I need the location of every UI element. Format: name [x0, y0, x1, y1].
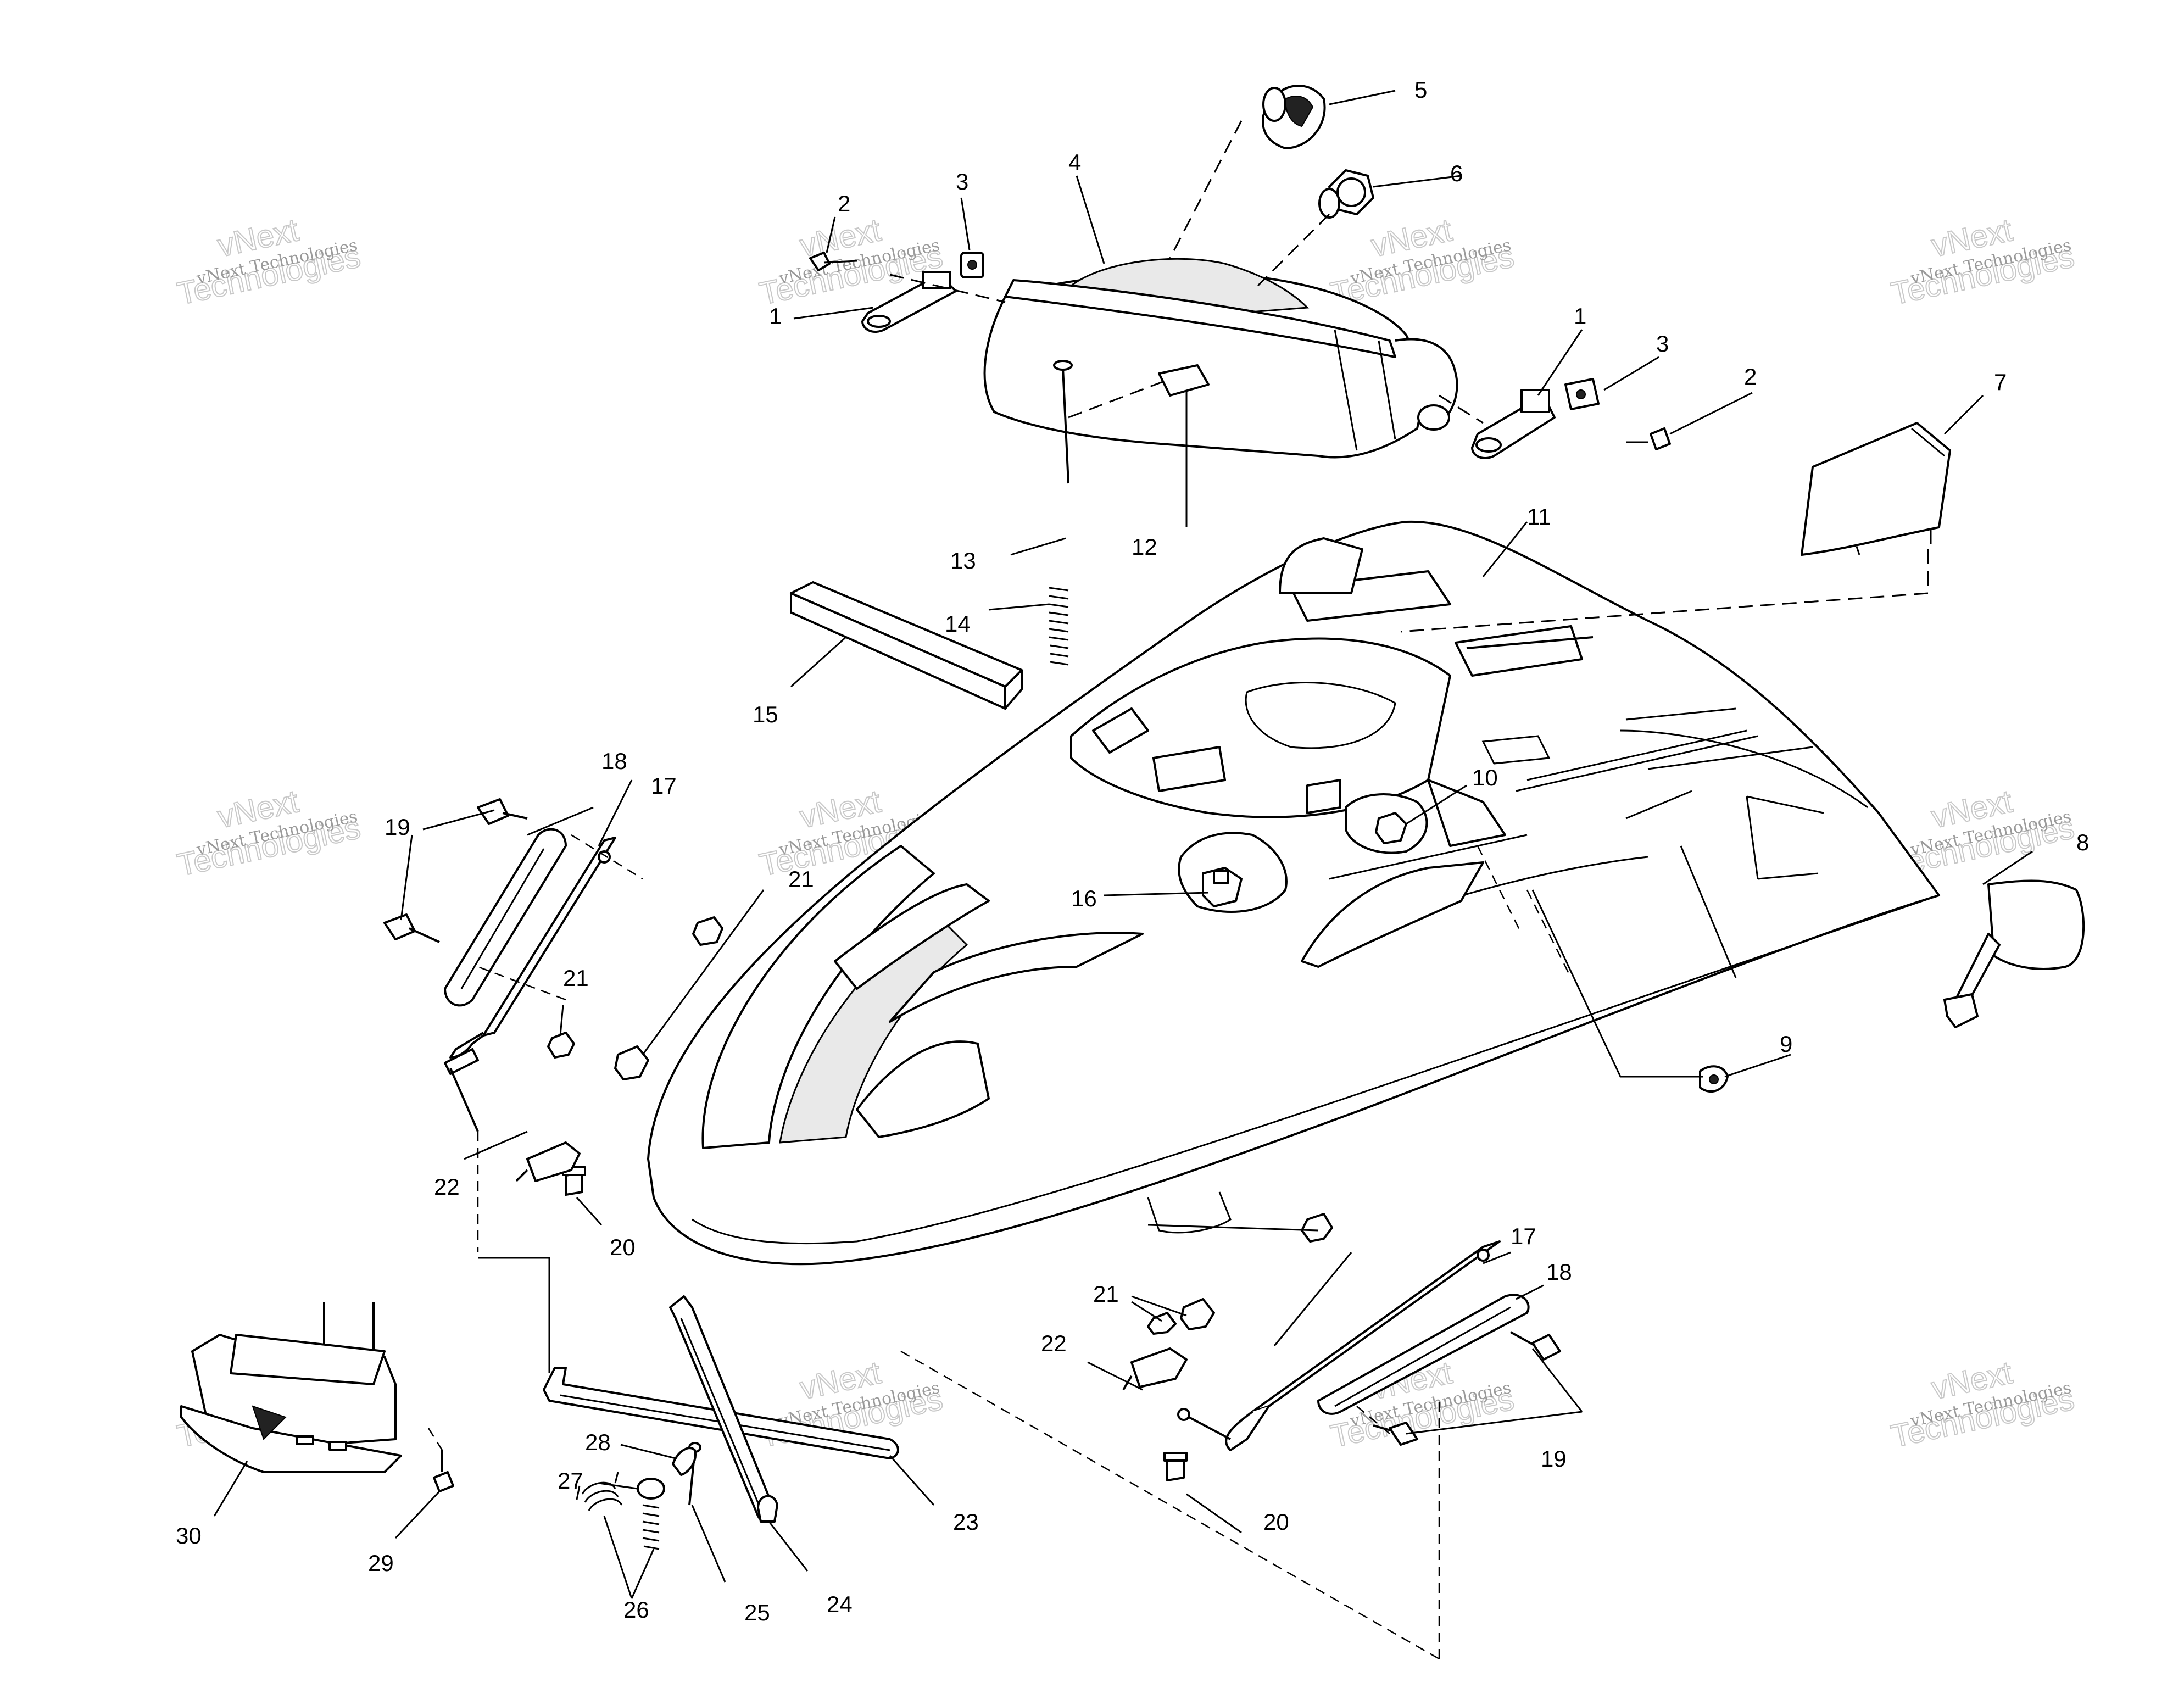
clip-part-12 [1158, 364, 1210, 397]
callout-29: 29 [368, 1550, 394, 1576]
spring-part-26-a [576, 1472, 623, 1511]
clip-part-3-left [960, 252, 984, 278]
callout-12: 12 [1132, 534, 1157, 560]
callout-25: 25 [744, 1600, 770, 1625]
callout-13: 13 [950, 548, 976, 573]
latch-part-22-left [444, 1048, 581, 1182]
clip-part-3-right [1564, 378, 1600, 410]
headlight-housing-part-4 [983, 258, 1458, 459]
callouts: 1 1 2 2 3 3 4 5 6 7 8 9 10 11 12 13 14 1… [176, 77, 2089, 1625]
callout-27: 27 [558, 1468, 583, 1494]
callout-19: 19 [1541, 1446, 1567, 1472]
bulb-part-6 [1318, 169, 1374, 219]
callout-21: 21 [563, 965, 589, 991]
nut-part-10 [1375, 812, 1407, 844]
callout-8: 8 [2076, 829, 2089, 855]
screw-part-20-right [1163, 1452, 1188, 1481]
callout-22: 22 [1041, 1330, 1067, 1356]
mirror-part-8 [1943, 879, 2085, 1028]
callout-17: 17 [651, 773, 677, 799]
callout-19: 19 [385, 814, 410, 840]
callout-5: 5 [1414, 77, 1427, 103]
callout-26: 26 [623, 1597, 649, 1623]
callout-23: 23 [953, 1509, 979, 1535]
assembly-lines [427, 120, 1929, 1660]
callout-21: 21 [1093, 1281, 1119, 1307]
callout-30: 30 [176, 1523, 202, 1548]
clip-part-9 [1699, 1065, 1729, 1093]
callout-9: 9 [1780, 1031, 1792, 1057]
nut-part-21-d [1301, 1213, 1333, 1243]
callout-18: 18 [1546, 1259, 1572, 1285]
callout-1: 1 [769, 303, 782, 329]
watermark: vNext Technologies vNext Technologies [174, 783, 364, 884]
ring-part-27 [637, 1478, 665, 1500]
callout-1: 1 [1574, 303, 1586, 329]
foam-strip-part-15 [790, 581, 1023, 710]
nut-part-21-a [692, 916, 723, 946]
nut-part-21-e [1180, 1298, 1215, 1330]
pin-part-13 [1053, 360, 1073, 484]
callout-4: 4 [1068, 149, 1081, 175]
leader-lines [213, 90, 2033, 1599]
spring-part-14 [1049, 587, 1069, 666]
watermark: vNext Technologies vNext Technologies [1327, 211, 1518, 313]
bulb-part-5 [1262, 85, 1326, 149]
shim-part-18-left [444, 828, 567, 1007]
callout-2: 2 [838, 191, 850, 216]
bolt-part-19-left-upper [477, 798, 528, 825]
watermark: vNext Technologies vNext Technologies [174, 211, 364, 313]
callout-3: 3 [956, 169, 968, 194]
bolt-part-19-left-lower [383, 913, 440, 943]
screw-part-29 [433, 1450, 454, 1492]
callout-15: 15 [753, 701, 778, 727]
latch-part-22-right [1122, 1347, 1231, 1440]
hood-part-11 [647, 520, 1940, 1266]
screw-part-2-right [1626, 427, 1671, 450]
nut-part-21-f [1147, 1312, 1177, 1335]
bracket-part-30 [180, 1302, 402, 1473]
callout-21: 21 [788, 866, 814, 892]
latch-plate-part-17-right [1225, 1240, 1501, 1451]
callout-18: 18 [601, 748, 627, 774]
callout-2: 2 [1744, 364, 1757, 389]
spring-part-26-b [642, 1504, 660, 1550]
callout-3: 3 [1656, 331, 1669, 356]
screw-part-2-left [809, 252, 857, 271]
bracket-part-1-right [1471, 389, 1556, 459]
nut-part-21-b [547, 1032, 575, 1059]
callout-20: 20 [610, 1234, 636, 1260]
nut-part-16 [1202, 867, 1243, 907]
callout-28: 28 [585, 1429, 611, 1455]
callout-10: 10 [1472, 765, 1498, 790]
watermark: vNext Technologies vNext Technologies [1887, 211, 2078, 313]
bolt-part-19-right-upper [1510, 1331, 1561, 1361]
callout-17: 17 [1511, 1223, 1536, 1249]
shim-part-18-right [1317, 1294, 1530, 1415]
clip-part-28 [672, 1447, 697, 1476]
nut-part-21-c [614, 1045, 649, 1080]
callout-14: 14 [945, 611, 971, 637]
callout-16: 16 [1071, 885, 1097, 911]
lever-part-24 [669, 1295, 778, 1523]
trim-part-7 [1801, 422, 1951, 556]
watermark: vNext Technologies vNext Technologies [1887, 1354, 2078, 1455]
callout-7: 7 [1994, 369, 2007, 395]
callout-20: 20 [1263, 1509, 1289, 1535]
callout-6: 6 [1450, 160, 1463, 186]
callout-11: 11 [1527, 504, 1551, 530]
callout-22: 22 [434, 1174, 460, 1200]
callout-24: 24 [827, 1591, 853, 1617]
